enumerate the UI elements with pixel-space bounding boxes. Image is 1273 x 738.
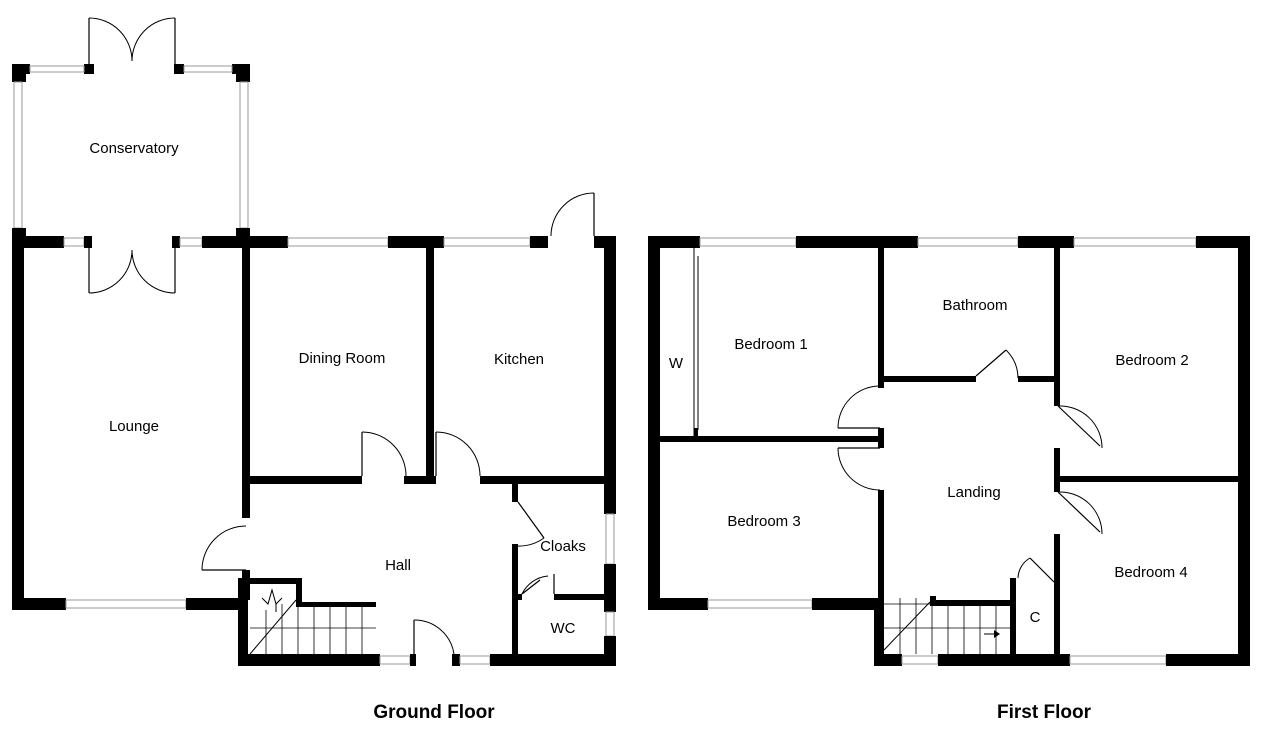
room-label-bedroom-3: Bedroom 3: [727, 513, 800, 530]
ground-floor-inner-walls: [242, 236, 616, 664]
ground-floor-doors[interactable]: [88, 192, 595, 655]
room-label-landing: Landing: [947, 484, 1000, 501]
floor-title-first: First Floor: [997, 702, 1092, 723]
room-label-dining-room: Dining Room: [299, 350, 386, 367]
floor-titles: Ground Floor First Floor: [373, 702, 1091, 723]
room-label-conservatory: Conservatory: [89, 140, 179, 157]
room-label-bathroom: Bathroom: [942, 297, 1007, 314]
first-floor-doors[interactable]: [837, 349, 1103, 583]
first-floor-inner-walls: [656, 236, 1244, 664]
room-label-bedroom-1: Bedroom 1: [734, 336, 807, 353]
ground-floor-plan: [12, 17, 616, 666]
first-floor-stairs: [883, 598, 1010, 654]
ground-floor-outer-walls: [12, 236, 616, 666]
room-label-wardrobe: W: [669, 355, 684, 372]
room-label-lounge: Lounge: [109, 418, 159, 435]
room-label-kitchen: Kitchen: [494, 351, 544, 368]
room-label-bedroom-4: Bedroom 4: [1114, 564, 1187, 581]
floor-title-ground: Ground Floor: [373, 702, 495, 723]
ground-floor-stairs: [249, 588, 376, 655]
conservatory-walls: [12, 64, 250, 238]
conservatory-french-doors[interactable]: [88, 17, 176, 64]
first-floor-plan: [648, 236, 1250, 666]
room-label-bedroom-2: Bedroom 2: [1115, 352, 1188, 369]
room-label-cupboard: C: [1030, 609, 1041, 626]
room-label-cloaks: Cloaks: [540, 538, 586, 555]
room-labels: Conservatory Lounge Dining Room Kitchen …: [89, 140, 1188, 637]
room-label-hall: Hall: [385, 557, 411, 574]
room-label-wc: WC: [551, 620, 576, 637]
